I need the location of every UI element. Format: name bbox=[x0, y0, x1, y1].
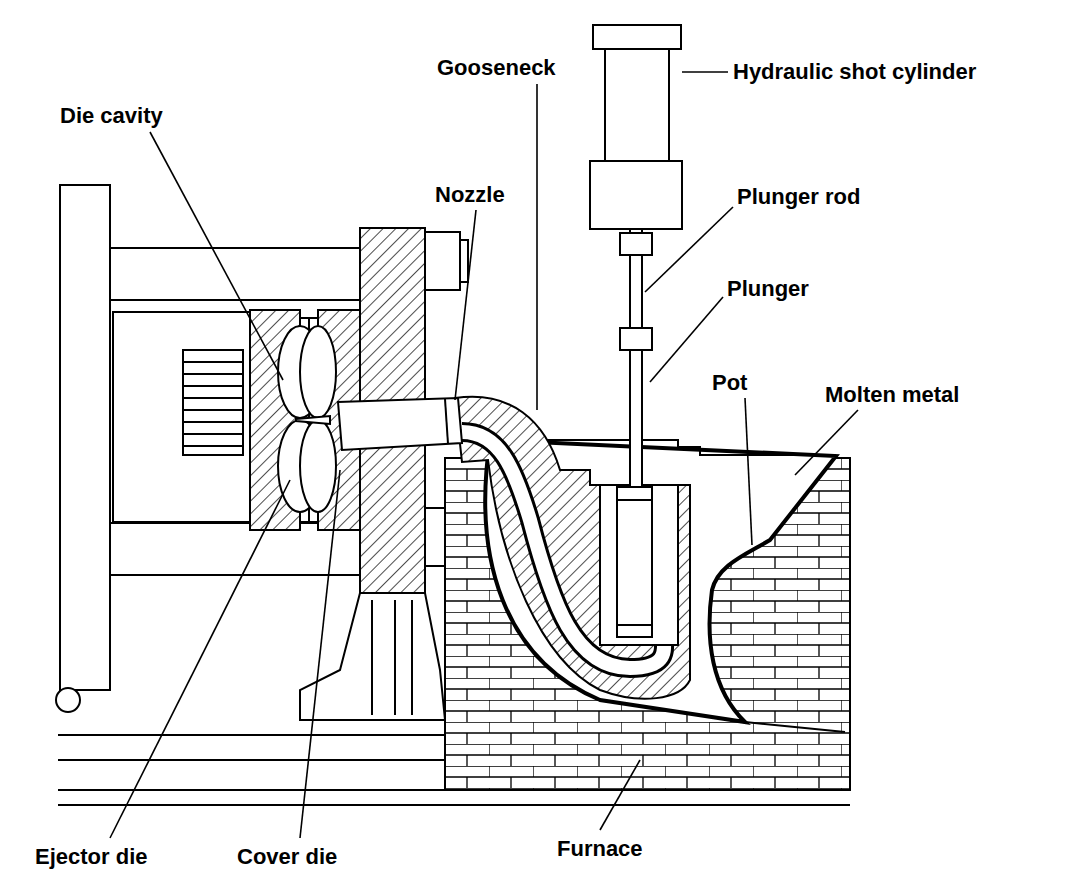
part-label: Plunger bbox=[725, 276, 811, 301]
part-label: Cover die bbox=[235, 844, 339, 869]
part-label: Pot bbox=[710, 370, 749, 395]
machine-frame bbox=[56, 185, 445, 720]
part-label: Furnace bbox=[555, 836, 645, 861]
part-label: Ejector die bbox=[33, 844, 149, 869]
part-label: Plunger rod bbox=[735, 184, 862, 209]
part-label: Nozzle bbox=[433, 182, 507, 207]
part-label: Hydraulic shot cylinder bbox=[731, 59, 978, 84]
part-label: Gooseneck bbox=[435, 55, 558, 80]
part-label: Die cavity bbox=[58, 103, 165, 128]
dies bbox=[250, 228, 468, 593]
part-label: Molten metal bbox=[823, 382, 961, 407]
hydraulic-cylinder bbox=[590, 25, 682, 487]
